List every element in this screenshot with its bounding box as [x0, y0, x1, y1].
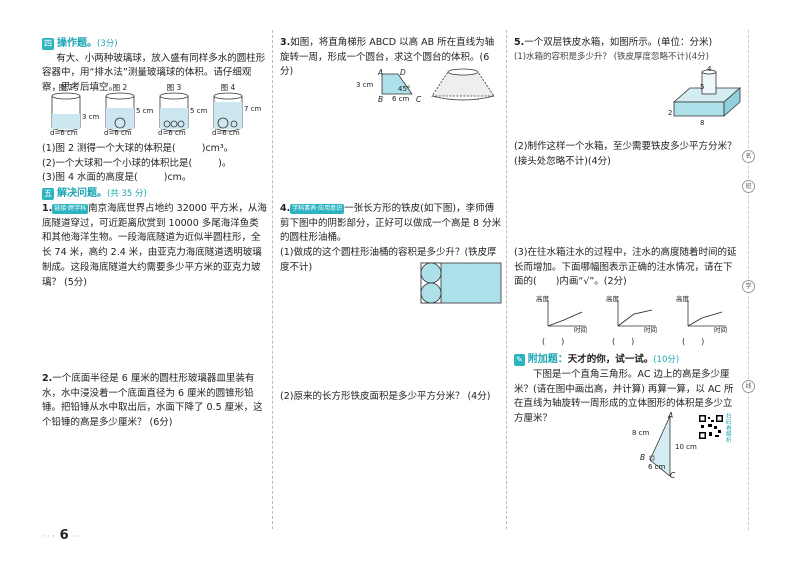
- op-question-1: (1)图 2 测得一个大球的体积是()cm³。: [42, 143, 234, 154]
- qr-caption: 扫码看解析: [726, 414, 732, 445]
- fig1-diameter: d=6 cm: [50, 129, 78, 137]
- bonus-subtitle: 天才的你，试一试。: [567, 354, 654, 365]
- tank-graphs: [534, 294, 734, 346]
- graph3-answer[interactable]: ( ): [682, 337, 705, 346]
- op-question-2: (2)一个大球和一个小球的体积比是()。: [42, 157, 232, 169]
- graph3-ylabel: 高度: [676, 295, 689, 303]
- operation-heading: 四操作题。(3分): [42, 36, 268, 52]
- p5-question-3: (3)在往水箱注水的过程中，注水的高度随着时间的延长而增加。下面哪幅图表示正确的…: [514, 247, 737, 288]
- tri-label-ac: 10 cm: [675, 443, 697, 451]
- problem-2: 2.一个底面半径是 6 厘米的圆柱形玻璃器皿里装有水，水中浸没着一个底面直径为 …: [42, 372, 268, 431]
- sheet-figure: [420, 262, 502, 304]
- tank-figure: [670, 68, 742, 132]
- problem-text: 如图，将直角梯形 ABCD 以高 AB 所在直线为轴旋转一周，形成一个圆台，求这…: [280, 37, 495, 78]
- dim-width: 2: [668, 109, 673, 117]
- problem-text: 一个底面半径是 6 厘米的圆柱形玻璃器皿里装有水，水中浸没着一个底面直径为 6 …: [42, 373, 263, 429]
- footer-dots: ··: [71, 532, 82, 542]
- label-d: D: [400, 68, 406, 77]
- label-bottom: 6 cm: [392, 95, 410, 103]
- fig1-height: 3 cm: [82, 113, 100, 121]
- graph2-answer[interactable]: ( ): [612, 337, 635, 346]
- problem-text: 一个双层铁皮水箱，如图所示。(单位：分米): [524, 37, 713, 48]
- fig3-diameter: d=6 cm: [158, 129, 186, 137]
- section-badge: 四: [42, 38, 54, 50]
- tri-label-bc: 6 cm: [648, 463, 666, 471]
- label-b: B: [378, 95, 384, 104]
- operation-questions: (1)图 2 测得一个大球的体积是()cm³。 (2)一个大球和一个小球的体积比…: [42, 142, 268, 186]
- graph2-xlabel: 时间: [644, 326, 657, 334]
- problem-number: 5.: [514, 37, 525, 48]
- tri-label-ab: 8 cm: [632, 429, 650, 437]
- fig1-label: 图 1: [58, 83, 74, 92]
- fig4-height: 7 cm: [244, 105, 262, 113]
- section-title: 解决问题。: [57, 188, 107, 199]
- section-score: (共 35 分): [107, 189, 147, 199]
- label-a: A: [378, 68, 384, 77]
- fig4-label: 图 4: [220, 83, 236, 92]
- page-number: 6: [59, 528, 69, 543]
- bonus-text: 下图是一个直角三角形。AC 边上的高是多少厘米？(请在图中画出高，并计算) 再算…: [514, 369, 734, 425]
- graph3-xlabel: 时间: [714, 326, 727, 334]
- problem-3: 3.如图，将直角梯形 ABCD 以高 AB 所在直线为轴旋转一周，形成一个圆台，…: [280, 36, 502, 80]
- bonus-score: (10分): [653, 355, 680, 365]
- problem-number: 1.: [42, 203, 53, 214]
- tri-label-a: A: [668, 411, 674, 420]
- problem-5: 5.一个双层铁皮水箱，如图所示。(单位：分米) (1)水箱的容积是多少升？ (铁…: [514, 36, 740, 64]
- problem-number: 2.: [42, 373, 53, 384]
- fig2-label: 图 2: [112, 83, 128, 92]
- fig3-label: 图 3: [166, 83, 182, 92]
- beaker-figures: [48, 84, 270, 142]
- label-angle: 45°: [398, 85, 411, 93]
- binding-circle-4: 线: [742, 380, 755, 393]
- operation-intro: 有大、小两种玻璃球，放入盛有同样多水的圆柱形容器中，用“排水法”测量玻璃球的体积…: [42, 52, 266, 94]
- section-score: (3分): [97, 39, 118, 49]
- trapezoid-figure: [370, 66, 500, 108]
- label-c: C: [416, 95, 422, 104]
- p4-question-1: (1)做成的这个圆柱形油桶的容积是多少升？(铁皮厚度不计): [280, 247, 497, 273]
- fig2-diameter: d=6 cm: [104, 129, 132, 137]
- graph2-ylabel: 高度: [606, 295, 619, 303]
- section-title: 操作题。: [57, 38, 97, 49]
- bonus-badge: ✎: [514, 354, 525, 366]
- bonus-title: 附加题：: [527, 354, 568, 365]
- graph1-answer[interactable]: ( ): [542, 337, 565, 346]
- footer-dots: ···: [42, 532, 57, 542]
- dim-length: 8: [700, 119, 705, 127]
- binding-circle-3: 学: [742, 280, 755, 293]
- p5-question-1: (1)水箱的容积是多少升？ (铁皮厚度忽略不计)(4分): [514, 51, 709, 62]
- label-side: 3 cm: [356, 81, 374, 89]
- tri-label-c: C: [670, 471, 676, 480]
- bonus-heading: ✎附加题：天才的你，试一试。(10分): [514, 352, 740, 368]
- dim-top: 4: [707, 65, 712, 73]
- fig3-height: 5 cm: [190, 107, 208, 115]
- binding-circle-1: 名: [742, 150, 755, 163]
- beaker-drawing: [51, 92, 243, 132]
- solve-heading: 五解决问题。(共 35 分): [42, 186, 268, 202]
- page-footer: ··· 6 ··: [42, 526, 81, 546]
- p4-question-2: (2)原来的长方形铁皮面积是多少平方分米？ (4分): [280, 391, 491, 402]
- problem-text: 一张长方形的铁皮(如下图)，李师傅剪下图中的阴影部分，正好可以做成一个高是 8 …: [280, 203, 502, 244]
- graph1-xlabel: 时间: [574, 326, 587, 334]
- problem-text: 南京海底世界占地约 32000 平方米，从海底隧道穿过，可近距离欣赏到 1000…: [42, 203, 267, 288]
- problem-number: 4.: [280, 203, 291, 214]
- tri-label-b: B: [640, 453, 646, 462]
- problem-number: 3.: [280, 37, 291, 48]
- fig2-height: 5 cm: [136, 107, 154, 115]
- problem-1: 1.链接·跨学科南京海底世界占地约 32000 平方米，从海底隧道穿过，可近距离…: [42, 202, 268, 290]
- triangle-figure: [636, 412, 696, 482]
- fig4-diameter: d=6 cm: [212, 129, 240, 137]
- problem-tag: 链接·跨学科: [52, 203, 89, 214]
- problem-tag: 学科素养·应用意识: [290, 203, 345, 214]
- dim-height: 5: [700, 83, 705, 91]
- operation-section: 四操作题。(3分) 有大、小两种玻璃球，放入盛有同样多水的圆柱形容器中，用“排水…: [42, 36, 268, 96]
- qr-code[interactable]: [698, 414, 724, 440]
- binding-circle-2: 班: [742, 180, 755, 193]
- op-question-3: (3)图 4 水面的高度是()cm。: [42, 172, 192, 184]
- graph1-ylabel: 高度: [536, 295, 549, 303]
- p5-question-2: (2)制作这样一个水箱，至少需要铁皮多少平方分米？ (接头处忽略不计)(4分): [514, 141, 737, 167]
- section-badge: 五: [42, 188, 54, 200]
